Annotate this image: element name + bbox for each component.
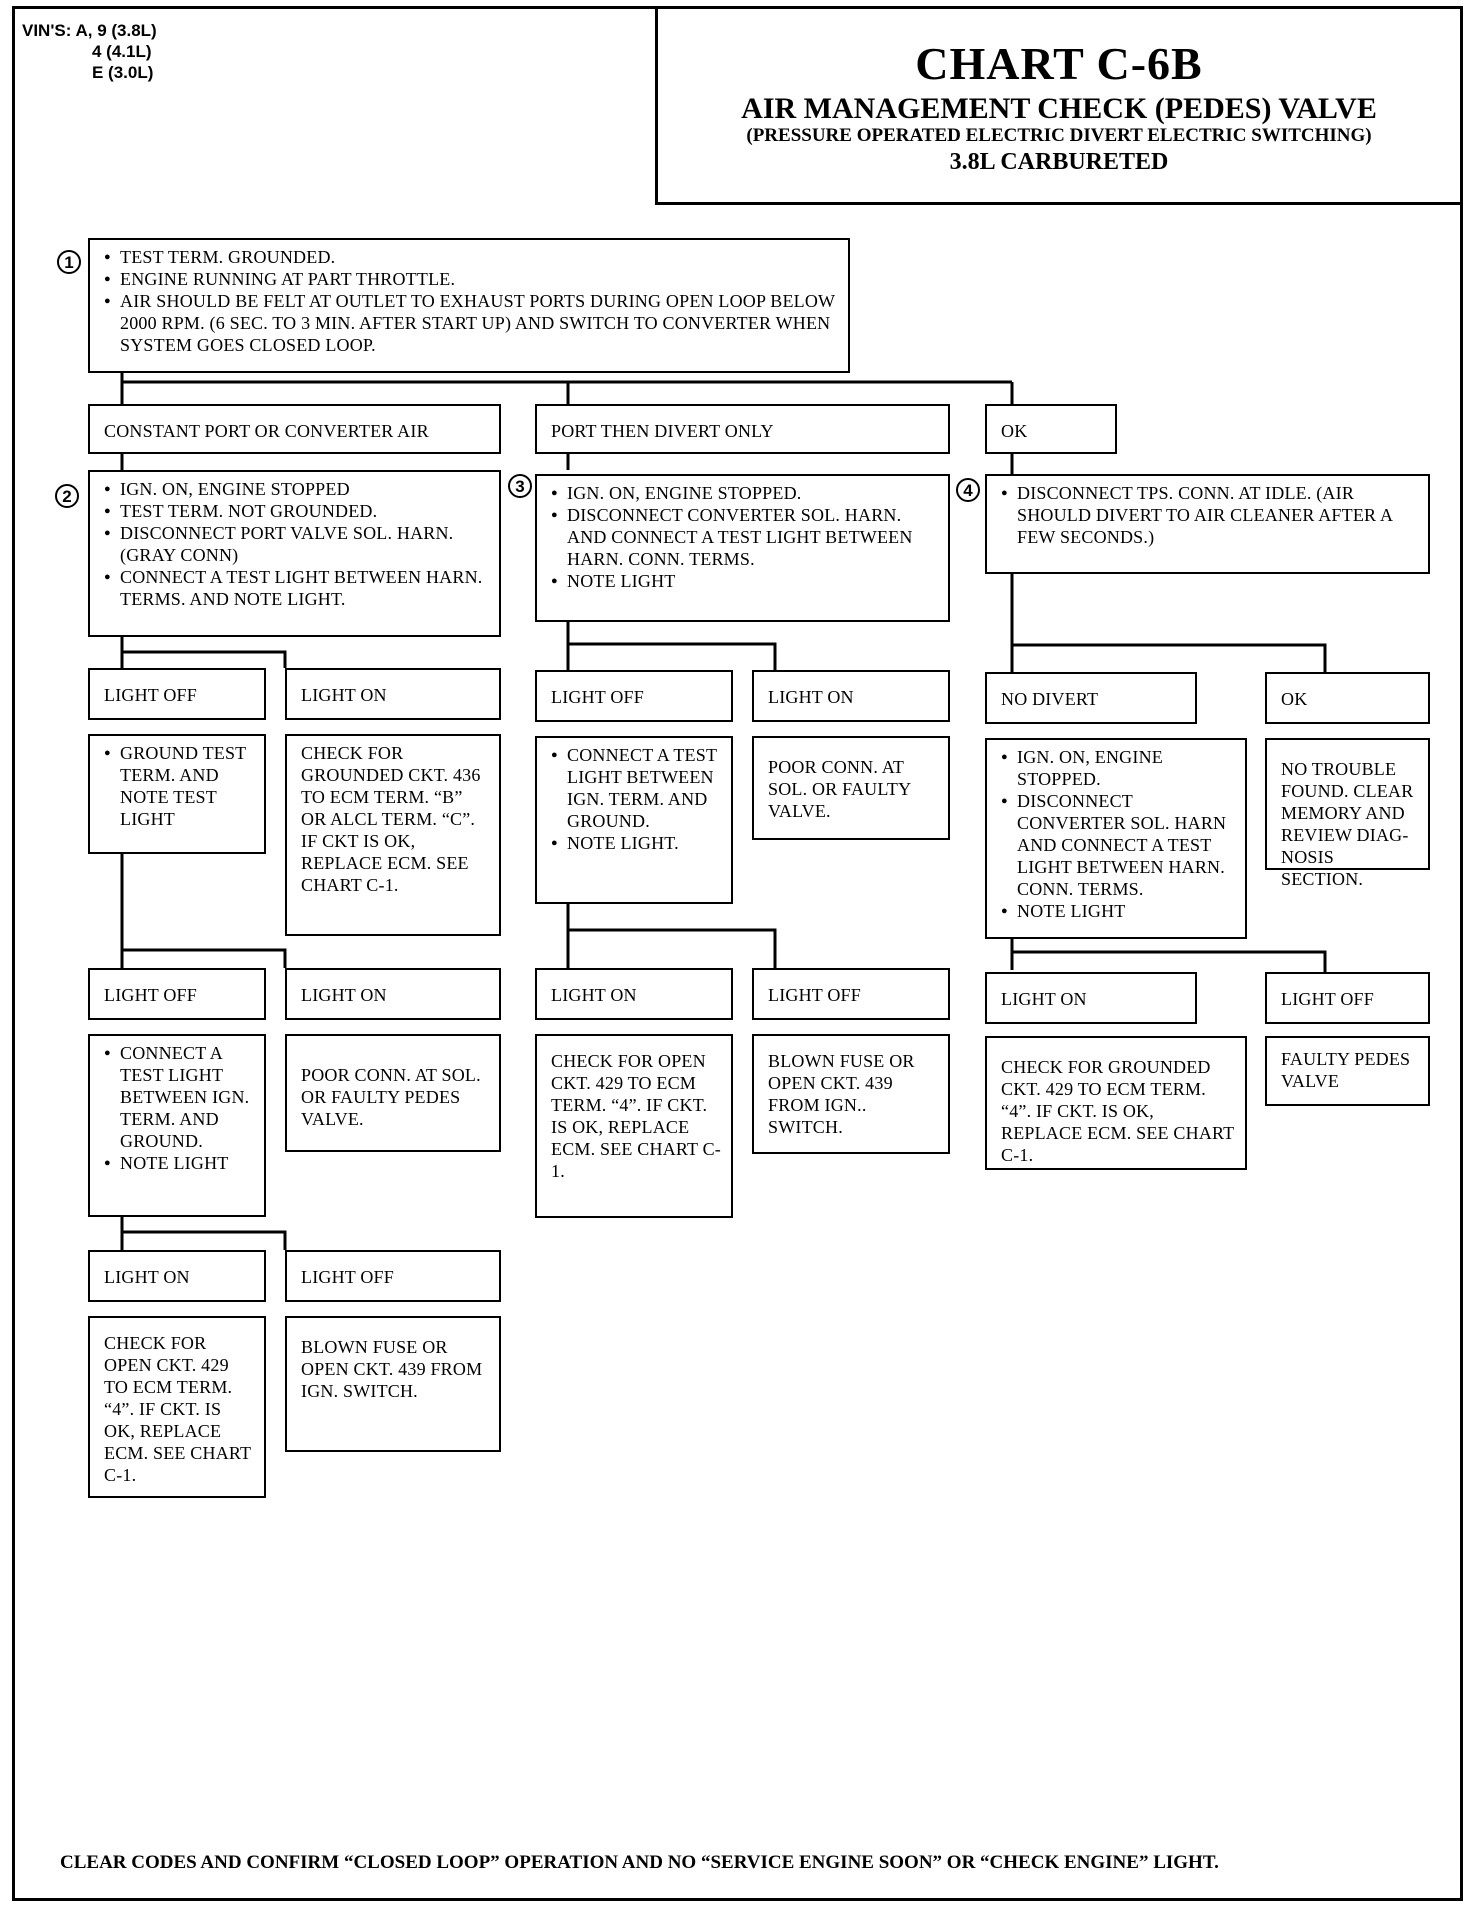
step-number-3: 3 — [508, 474, 532, 498]
vin-line: E (3.0L) — [92, 63, 154, 82]
vin-list: VIN'S: A, 9 (3.8L) 4 (4.1L) E (3.0L) — [22, 20, 157, 83]
col3-ok-label: OK — [1265, 672, 1430, 724]
step-3-item: NOTE LIGHT — [551, 570, 938, 592]
step-number-4: 4 — [956, 478, 980, 502]
step-3-box: IGN. ON, ENGINE STOPPED. DISCONNECT CONV… — [535, 474, 950, 622]
col1-poor-conn-box: POOR CONN. AT SOL. OR FAULTY PEDES VALVE… — [285, 1034, 501, 1152]
vin-line: 4 (4.1L) — [92, 42, 152, 61]
col1-light-on-label: LIGHT ON — [285, 668, 501, 720]
col1-connect-item: NOTE LIGHT — [104, 1152, 254, 1174]
connector — [120, 636, 287, 668]
col2-light-off-label-2: LIGHT OFF — [752, 968, 950, 1020]
step-3-item: DISCONNECT CONVERTER SOL. HARN. AND CONN… — [551, 504, 938, 570]
col2-check-429-box: CHECK FOR OPEN CKT. 429 TO ECM TERM. “4”… — [535, 1034, 733, 1218]
chart-subtitle-3: 3.8L CARBURETED — [949, 149, 1169, 175]
col3-light-off-label: LIGHT OFF — [1265, 972, 1430, 1024]
footer-note: CLEAR CODES AND CONFIRM “CLOSED LOOP” OP… — [60, 1852, 1219, 1873]
connector — [120, 372, 1014, 404]
col2-blown-fuse-box: BLOWN FUSE OR OPEN CKT. 439 FROM IGN.. S… — [752, 1034, 950, 1154]
col2-light-on-label-2: LIGHT ON — [535, 968, 733, 1020]
chart-subtitle: AIR MANAGEMENT CHECK (PEDES) VALVE — [741, 92, 1377, 125]
col2-light-off-label: LIGHT OFF — [535, 670, 733, 722]
col2-connect-item: CONNECT A TEST LIGHT BETWEEN IGN. TERM. … — [551, 744, 721, 832]
step-2-item: DISCONNECT PORT VALVE SOL. HARN. (GRAY C… — [104, 522, 489, 566]
connector — [1010, 573, 1327, 672]
branch-ok: OK — [985, 404, 1117, 454]
chart-title: CHART C-6B — [915, 38, 1203, 89]
col1-light-off-label-2: LIGHT OFF — [88, 968, 266, 1020]
col3-ign-box: IGN. ON, ENGINE STOPPED. DISCONNECT CONV… — [985, 738, 1247, 939]
step-2-item: TEST TERM. NOT GROUNDED. — [104, 500, 489, 522]
branch-port-then-divert: PORT THEN DIVERT ONLY — [535, 404, 950, 454]
col2-connect-box: CONNECT A TEST LIGHT BETWEEN IGN. TERM. … — [535, 736, 733, 904]
col3-no-divert-label: NO DIVERT — [985, 672, 1197, 724]
connector — [120, 452, 1014, 474]
col1-ground-box: GROUND TEST TERM. AND NOTE TEST LIGHT — [88, 734, 266, 854]
col2-poor-conn-box: POOR CONN. AT SOL. OR FAULTY VALVE. — [752, 736, 950, 840]
col1-light-on-label-2: LIGHT ON — [285, 968, 501, 1020]
col1-ground-item: GROUND TEST TERM. AND NOTE TEST LIGHT — [104, 742, 254, 830]
col1-light-on-label-3: LIGHT ON — [88, 1250, 266, 1302]
col1-blown-fuse-box: BLOWN FUSE OR OPEN CKT. 439 FROM IGN. SW… — [285, 1316, 501, 1452]
col1-light-off-label-3: LIGHT OFF — [285, 1250, 501, 1302]
connector — [566, 903, 777, 968]
col3-ign-item: DISCONNECT CONVERTER SOL. HARN AND CONNE… — [1001, 790, 1235, 900]
col3-check-grounded-box: CHECK FOR GROUNDED CKT. 429 TO ECM TERM.… — [985, 1036, 1247, 1170]
step-3-item: IGN. ON, ENGINE STOPPED. — [551, 482, 938, 504]
col3-ign-item: NOTE LIGHT — [1001, 900, 1235, 922]
col3-ign-item: IGN. ON, ENGINE STOPPED. — [1001, 746, 1235, 790]
step-2-box: IGN. ON, ENGINE STOPPED TEST TERM. NOT G… — [88, 470, 501, 637]
connector — [566, 620, 777, 670]
col1-check-436-box: CHECK FOR GROUNDED CKT. 436 TO ECM TERM.… — [285, 734, 501, 936]
branch-constant-air: CONSTANT PORT OR CONVERTER AIR — [88, 404, 501, 454]
step-1-item: ENGINE RUNNING AT PART THROTTLE. — [104, 268, 838, 290]
col3-light-on-label: LIGHT ON — [985, 972, 1197, 1024]
connector — [120, 1216, 287, 1250]
chart-header: CHART C-6B AIR MANAGEMENT CHECK (PEDES) … — [655, 6, 1463, 205]
step-2-item: IGN. ON, ENGINE STOPPED — [104, 478, 489, 500]
step-4-box: DISCONNECT TPS. CONN. AT IDLE. (AIR SHOU… — [985, 474, 1430, 574]
step-number-1: 1 — [57, 250, 81, 274]
col1-check-429-box: CHECK FOR OPEN CKT. 429 TO ECM TERM. “4”… — [88, 1316, 266, 1498]
col2-connect-item: NOTE LIGHT. — [551, 832, 721, 854]
step-1-item: TEST TERM. GROUNDED. — [104, 246, 838, 268]
step-4-item: DISCONNECT TPS. CONN. AT IDLE. (AIR SHOU… — [1001, 482, 1418, 548]
col2-light-on-label: LIGHT ON — [752, 670, 950, 722]
step-2-item: CONNECT A TEST LIGHT BETWEEN HARN. TERMS… — [104, 566, 489, 610]
col3-faulty-valve-box: FAULTY PEDES VALVE — [1265, 1036, 1430, 1106]
vin-line: VIN'S: A, 9 (3.8L) — [22, 21, 157, 40]
connector — [1010, 938, 1327, 972]
col1-light-off-label: LIGHT OFF — [88, 668, 266, 720]
step-1-item: AIR SHOULD BE FELT AT OUTLET TO EXHAUST … — [104, 290, 838, 356]
col1-connect-item: CONNECT A TEST LIGHT BETWEEN IGN. TERM. … — [104, 1042, 254, 1152]
col3-no-trouble-box: NO TROUBLE FOUND. CLEAR MEMORY AND REVIE… — [1265, 738, 1430, 889]
connector — [120, 853, 287, 968]
col1-connect-box: CONNECT A TEST LIGHT BETWEEN IGN. TERM. … — [88, 1034, 266, 1217]
step-1-box: TEST TERM. GROUNDED. ENGINE RUNNING AT P… — [88, 238, 850, 373]
chart-subtitle-2: (PRESSURE OPERATED ELECTRIC DIVERT ELECT… — [746, 125, 1372, 146]
step-number-2: 2 — [55, 484, 79, 508]
